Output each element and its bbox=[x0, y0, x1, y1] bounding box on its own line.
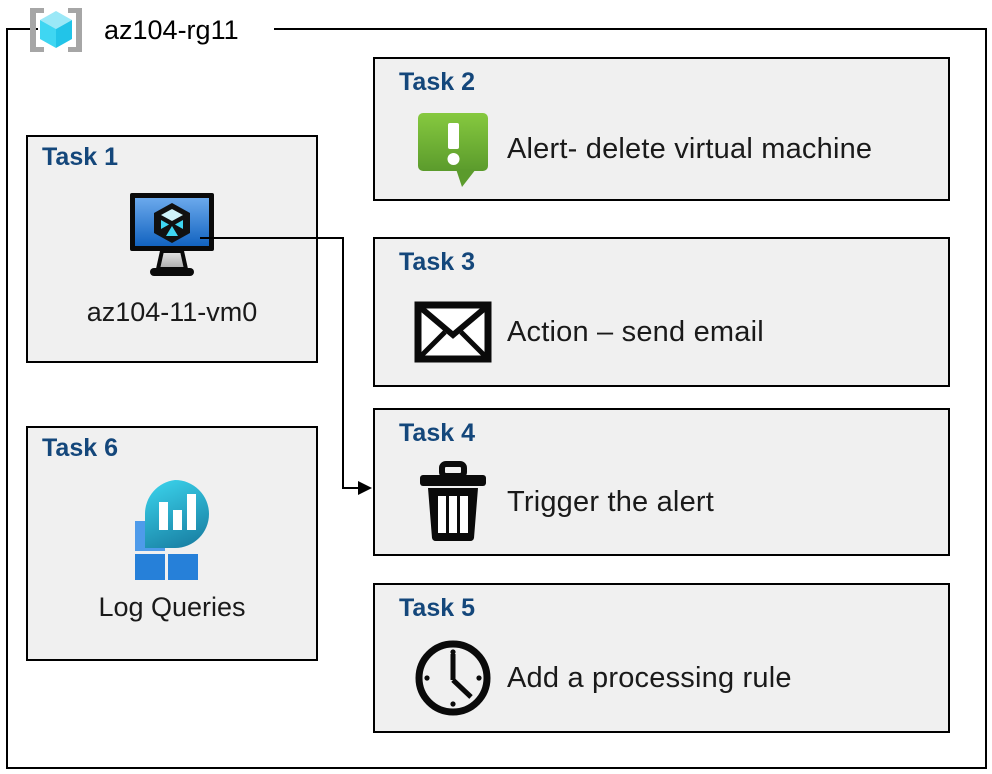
resource-group-header: az104-rg11 bbox=[20, 4, 239, 56]
azure-virtual-machine-icon bbox=[28, 189, 316, 281]
task-card-task4[interactable]: Task 4 Trigger the alert bbox=[373, 408, 950, 556]
connector-segment-horizontal-top bbox=[200, 237, 344, 239]
resource-group-border-bottom bbox=[6, 767, 987, 769]
task-name: az104-11-vm0 bbox=[86, 297, 258, 327]
task-label: Task 3 bbox=[399, 248, 475, 276]
task-name: Alert- delete virtual machine bbox=[507, 132, 873, 165]
task-card-task6[interactable]: Task 6 Log Queries bbox=[26, 426, 318, 661]
task-label: Task 1 bbox=[42, 143, 118, 171]
task-card-task3[interactable]: Task 3 Action – send email bbox=[373, 237, 950, 387]
resource-group-border-left bbox=[6, 28, 8, 769]
task-label: Task 6 bbox=[42, 434, 118, 462]
task-row: Add a processing rule bbox=[399, 629, 938, 727]
resource-group-border-right bbox=[985, 28, 987, 769]
connector-segment-vertical bbox=[342, 237, 344, 489]
azure-resource-group-icon bbox=[20, 4, 92, 56]
resource-group-border-top-right bbox=[274, 28, 987, 30]
task-card-task1[interactable]: Task 1 az104-11-vm0 bbox=[26, 135, 318, 363]
trash-can-icon bbox=[399, 460, 507, 544]
task-card-task5[interactable]: Task 5 Add a processing rule bbox=[373, 583, 950, 733]
azure-log-analytics-icon bbox=[28, 476, 316, 580]
connector-segment-horizontal-bottom bbox=[342, 487, 366, 489]
task-name: Action – send email bbox=[507, 315, 764, 348]
task-name: Log Queries bbox=[98, 592, 246, 622]
task-label: Task 4 bbox=[399, 419, 475, 447]
task-name: Add a processing rule bbox=[507, 661, 792, 694]
clock-icon bbox=[399, 637, 507, 719]
resource-group-border-top-left bbox=[6, 28, 38, 30]
task-row: Trigger the alert bbox=[399, 454, 938, 550]
arrowhead-right-icon bbox=[358, 481, 372, 495]
task-card-task2[interactable]: Task 2 Alert- delete virtual machine bbox=[373, 57, 950, 201]
task-row: Alert- delete virtual machine bbox=[399, 103, 938, 195]
task-label: Task 2 bbox=[399, 68, 475, 96]
task-name: Trigger the alert bbox=[507, 485, 715, 518]
resource-group-title: az104-rg11 bbox=[104, 14, 239, 45]
task-label: Task 5 bbox=[399, 594, 475, 622]
envelope-icon bbox=[399, 299, 507, 365]
task-row: Action – send email bbox=[399, 283, 938, 381]
alert-bubble-icon bbox=[399, 109, 507, 189]
